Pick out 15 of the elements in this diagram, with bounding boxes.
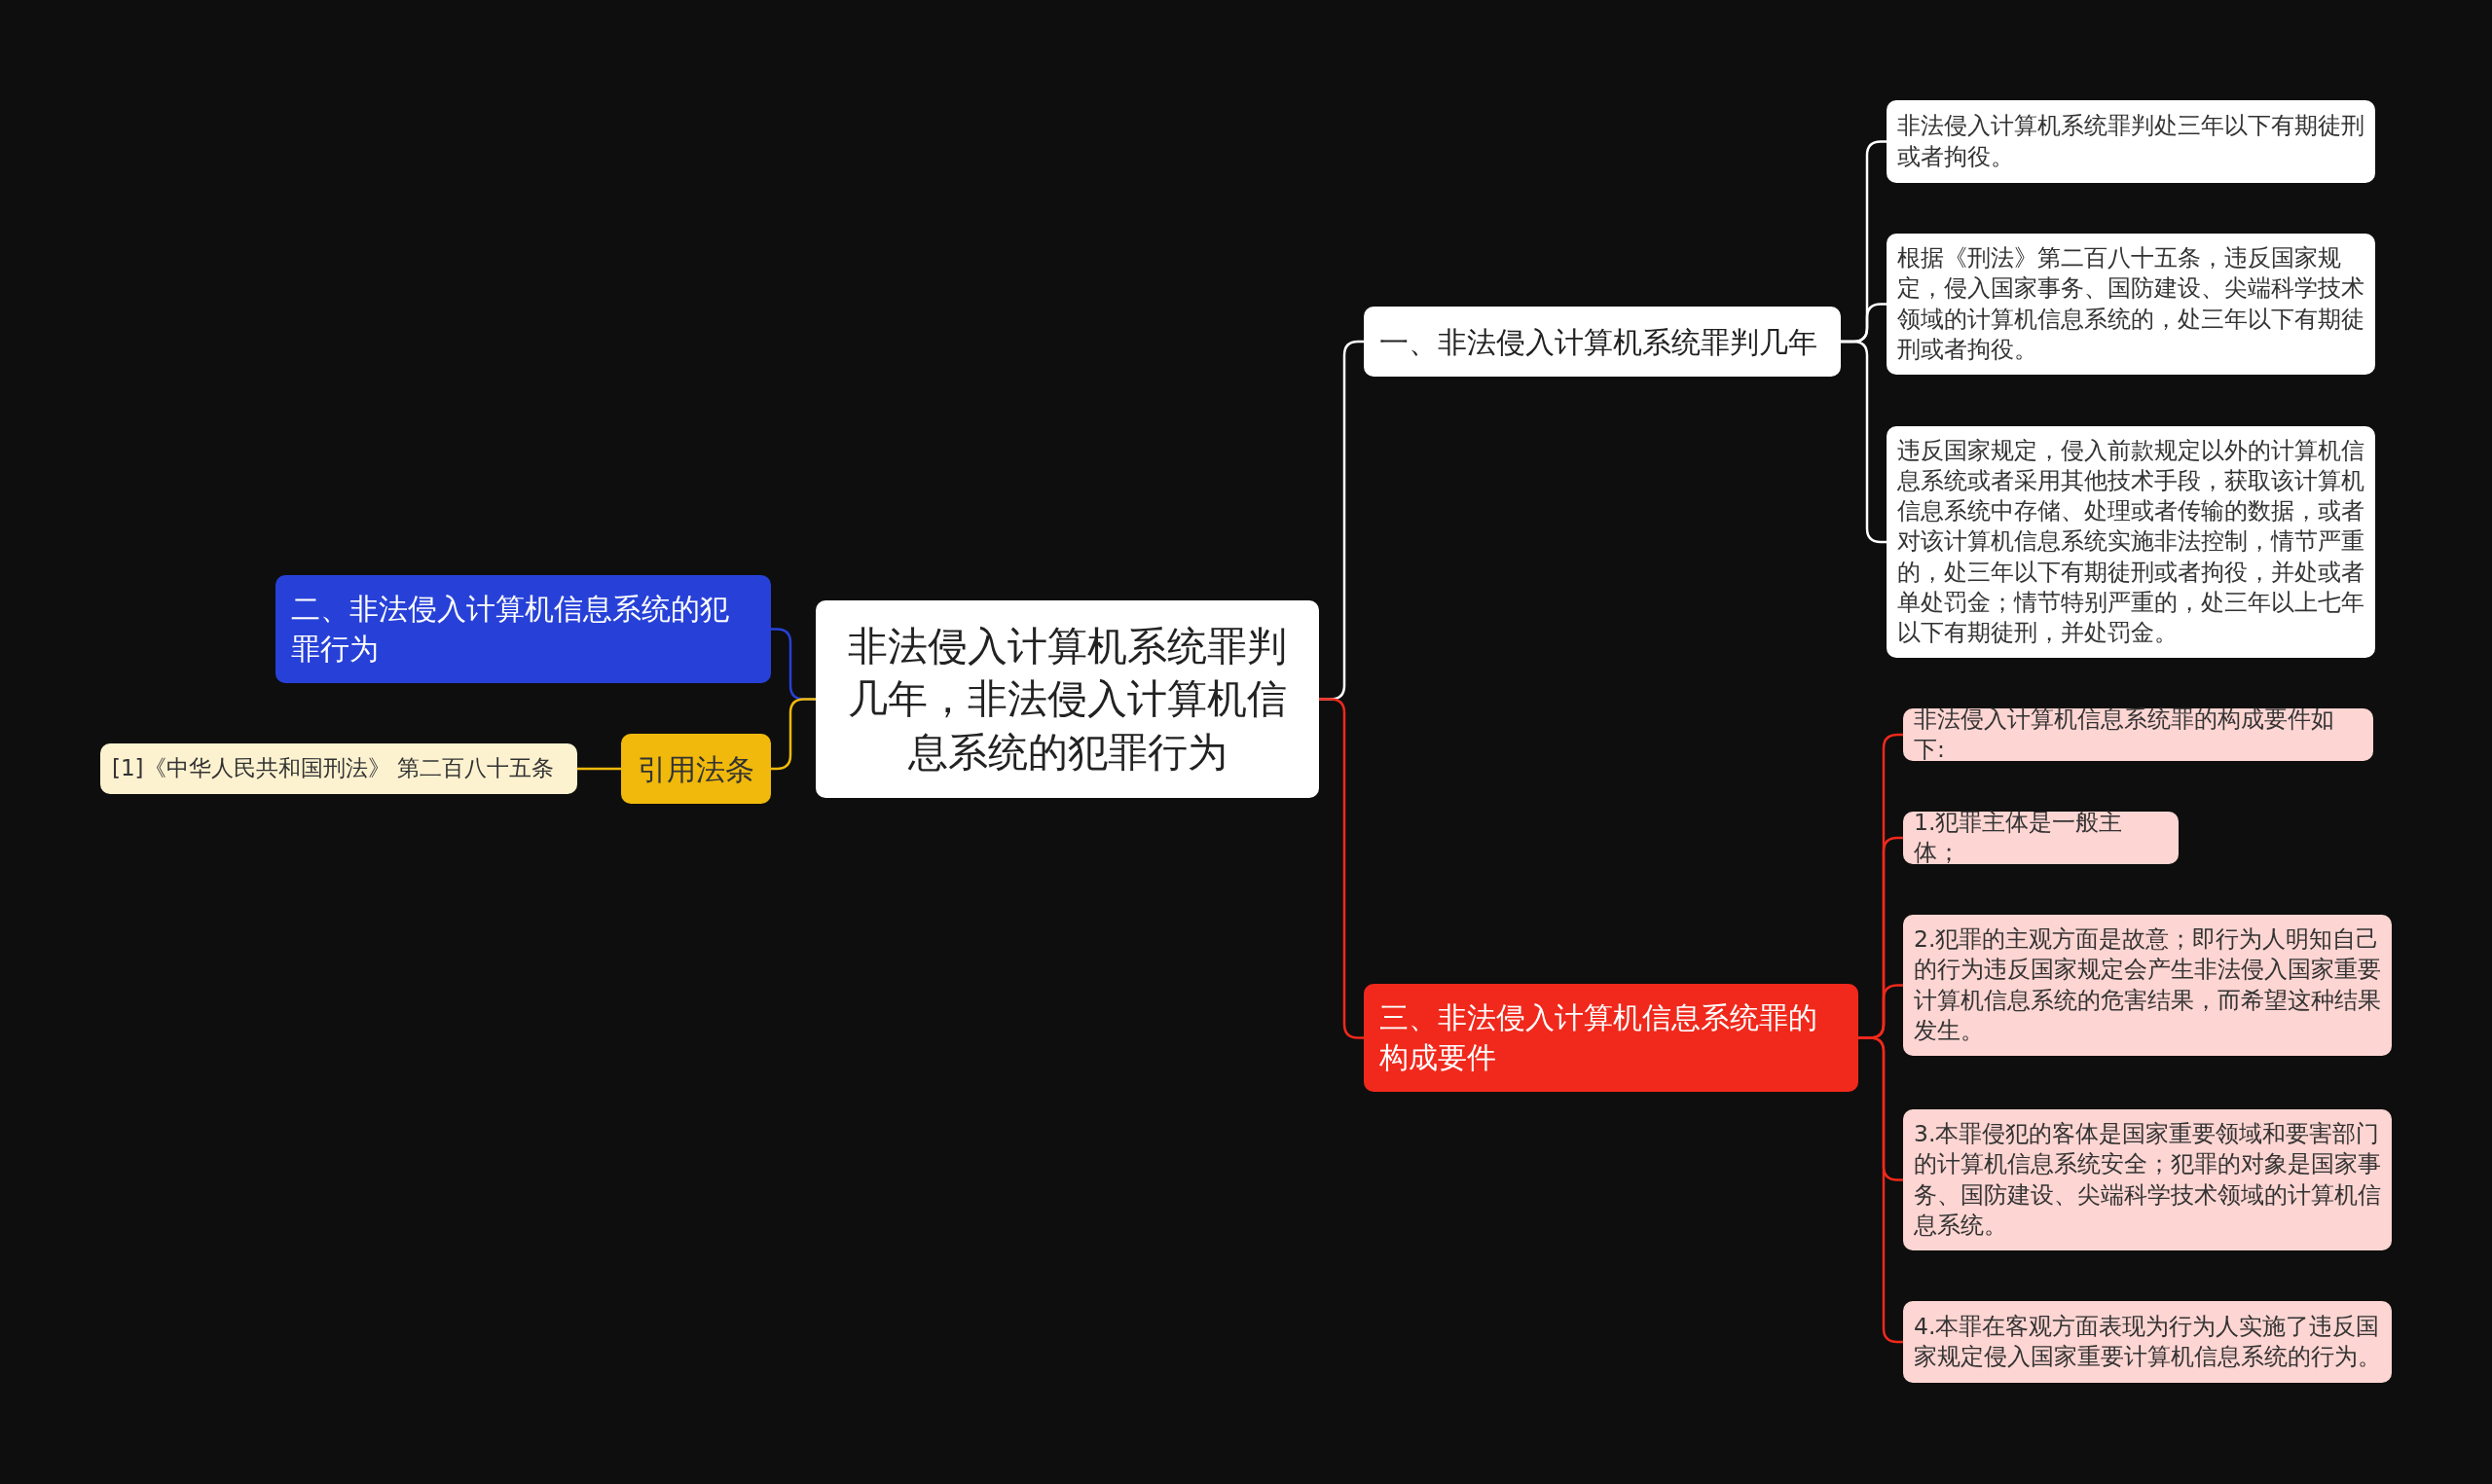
detail-card: 非法侵入计算机信息系统罪的构成要件如下: [1903, 708, 2373, 761]
detail-card: 违反国家规定，侵入前款规定以外的计算机信息系统或者采用其他技术手段，获取该计算机信息系统中存储、处理或者传输的数据，或者对该计算机信息系统实施非法控制，情节严重的，处三年以下有期徒刑或者拘役，并处或者单处罚金；情节特别严重的，处三年以上七年以下有期徒刑，并处罚金。 [1887, 426, 2375, 658]
branch-topic: 三、非法侵入计算机信息系统罪的构成要件 [1364, 984, 1858, 1092]
detail-card: 2.犯罪的主观方面是故意；即行为人明知自己的行为违反国家规定会产生非法侵入国家重要计算机信息系统的危害结果，而希望这种结果发生。 [1903, 915, 2392, 1056]
citation-card: [1]《中华人民共和国刑法》 第二百八十五条 [100, 743, 577, 794]
detail-card: 1.犯罪主体是一般主体； [1903, 812, 2179, 864]
central-topic: 非法侵入计算机系统罪判几年，非法侵入计算机信息系统的犯罪行为 [816, 600, 1319, 798]
branch-topic: 二、非法侵入计算机信息系统的犯罪行为 [275, 575, 771, 683]
detail-card: 非法侵入计算机系统罪判处三年以下有期徒刑或者拘役。 [1887, 100, 2375, 183]
reference-topic: 引用法条 [621, 734, 771, 804]
detail-card: 根据《刑法》第二百八十五条，违反国家规定，侵入国家事务、国防建设、尖端科学技术领域的计算机信息系统的，处三年以下有期徒刑或者拘役。 [1887, 234, 2375, 375]
detail-card: 3.本罪侵犯的客体是国家重要领域和要害部门的计算机信息系统安全；犯罪的对象是国家事务、国防建设、尖端科学技术领域的计算机信息系统。 [1903, 1109, 2392, 1250]
branch-topic: 一、非法侵入计算机系统罪判几年 [1364, 307, 1841, 377]
detail-card: 4.本罪在客观方面表现为行为人实施了违反国家规定侵入国家重要计算机信息系统的行为。 [1903, 1301, 2392, 1383]
connector-line [577, 767, 621, 771]
